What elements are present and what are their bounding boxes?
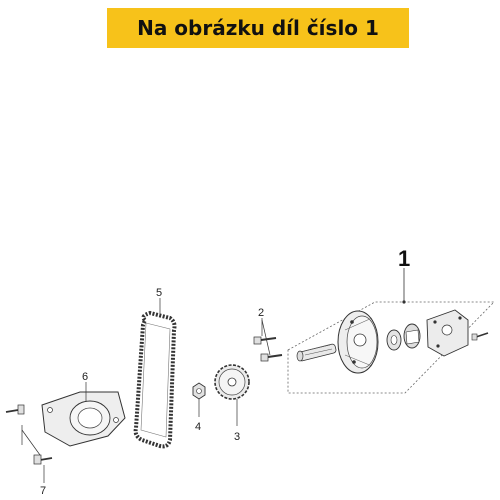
part-2-bolts xyxy=(253,318,283,362)
callout-5: 5 xyxy=(156,287,162,299)
part-7-screws xyxy=(5,404,53,465)
screw-right xyxy=(33,454,53,465)
part-5-chain xyxy=(133,298,177,449)
bolt-lower xyxy=(260,353,283,362)
callout-2: 2 xyxy=(258,307,264,319)
banner-text: Na obrázku díl číslo 1 xyxy=(137,16,379,40)
pump-housing xyxy=(337,310,379,374)
screw-left xyxy=(5,404,25,415)
callout-4: 4 xyxy=(195,421,201,433)
part-4-nut xyxy=(192,382,206,417)
pump-cover-plate xyxy=(426,309,469,357)
callout-3: 3 xyxy=(234,431,240,443)
callout-1: 1 xyxy=(398,246,410,271)
assembly-dashed-outline xyxy=(287,301,495,394)
pump-shaft xyxy=(296,343,337,362)
part-number-banner: Na obrázku díl číslo 1 xyxy=(107,8,409,48)
pump-rotors xyxy=(386,323,421,351)
callout-dot-1 xyxy=(402,300,406,304)
part-1-assembly xyxy=(287,268,495,394)
cover-screw xyxy=(471,332,489,341)
part-6-plate xyxy=(41,382,126,447)
part-3-sprocket xyxy=(214,364,250,426)
callout-7: 7 xyxy=(40,485,46,497)
callout-6: 6 xyxy=(82,371,88,383)
bolt-upper xyxy=(253,336,277,345)
